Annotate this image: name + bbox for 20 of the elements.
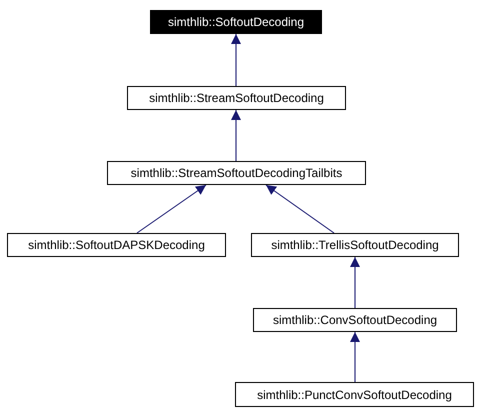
class-box (107, 161, 366, 185)
class-box (251, 233, 459, 257)
class-box (253, 308, 457, 332)
inheritance-arrow (136, 184, 206, 234)
inheritance-arrow (231, 34, 241, 86)
class-name: simthlib::PunctConvSoftoutDecoding (257, 388, 452, 402)
inheritance-arrow (350, 332, 360, 382)
class-box (7, 233, 226, 257)
class-box (235, 382, 474, 407)
inheritance-arrow (231, 110, 241, 162)
class-box (150, 10, 322, 34)
class-name: simthlib::ConvSoftoutDecoding (272, 313, 438, 327)
class-name: simthlib::SoftoutDecoding (168, 15, 304, 29)
inheritance-arrow (266, 184, 334, 234)
class-box (127, 86, 346, 110)
class-name: simthlib::StreamSoftoutDecoding (149, 91, 324, 105)
class-name: simthlib::TrellisSoftoutDecoding (271, 238, 439, 252)
class-name: simthlib::StreamSoftoutDecodingTailbits (130, 166, 342, 180)
class-name: simthlib::SoftoutDAPSKDecoding (28, 238, 205, 252)
inheritance-arrow (350, 256, 360, 308)
